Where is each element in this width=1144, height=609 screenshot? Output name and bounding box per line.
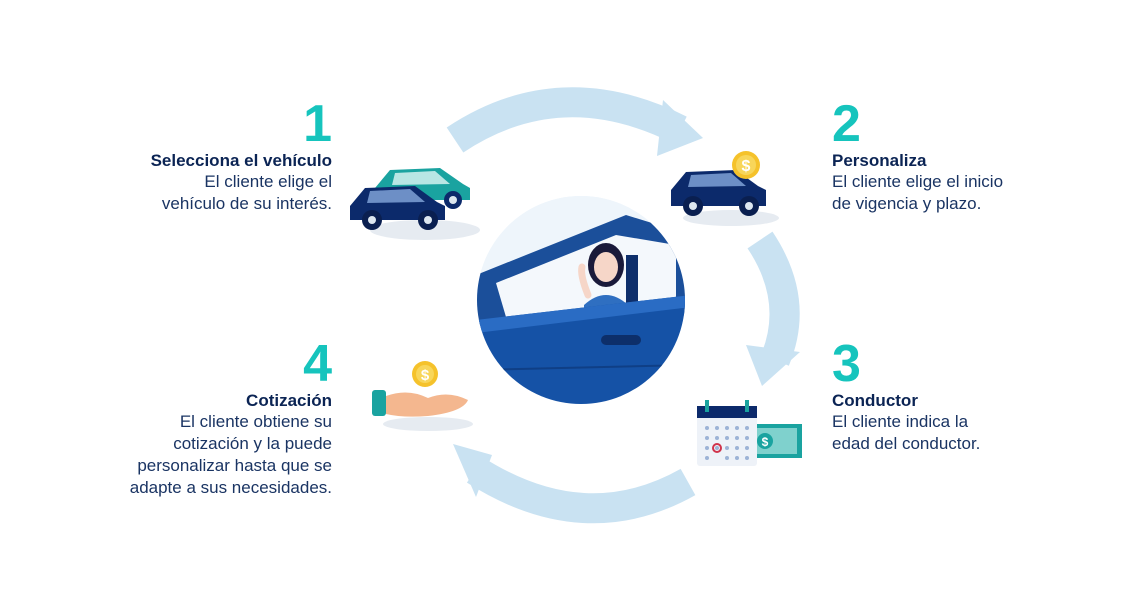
- arrow-3-to-4: [453, 444, 696, 524]
- step-description-line: edad del conductor.: [832, 434, 981, 453]
- navy-car: [350, 186, 445, 230]
- step-description-line: vehículo de su interés.: [161, 194, 332, 213]
- step-description-line: El cliente obtiene su: [179, 412, 332, 431]
- step-2: 2 Personaliza El cliente elige el inicio…: [832, 98, 1064, 215]
- step-description-line: El cliente elige el: [204, 172, 332, 191]
- step-title: Selecciona el vehículo: [150, 151, 332, 170]
- hand-icon: [372, 390, 468, 417]
- step-title: Personaliza: [832, 151, 927, 170]
- calendar-money-icon: $: [697, 400, 802, 466]
- coin-icon: $: [412, 361, 438, 387]
- step-description-line: El cliente elige el inicio: [832, 172, 1004, 191]
- step-description-line: adapte a sus necesidades.: [129, 478, 332, 497]
- step-number: 1: [303, 95, 332, 153]
- cars-icon: [350, 168, 480, 240]
- bill-icon: $: [750, 424, 802, 458]
- arrow-2-to-3: [746, 231, 800, 386]
- car-with-coin-icon: $: [671, 151, 779, 226]
- step-description-line: cotización y la puede: [173, 434, 332, 453]
- step-description-line: El cliente indica la: [832, 412, 969, 431]
- step-number: 4: [303, 335, 332, 393]
- bill-symbol: $: [762, 435, 769, 449]
- driver-waving-illustration: [477, 196, 685, 404]
- arrow-1-to-2: [446, 87, 703, 156]
- svg-text:$: $: [421, 367, 430, 384]
- step-1: 1 Selecciona el vehículo El cliente elig…: [100, 98, 332, 215]
- step-number: 2: [832, 95, 861, 153]
- coin-symbol: $: [742, 158, 751, 175]
- step-4: 4 Cotización El cliente obtiene su cotiz…: [100, 338, 332, 499]
- step-description-line: personalizar hasta que se: [137, 456, 332, 475]
- step-description-line: de vigencia y plazo.: [832, 194, 982, 213]
- step-title: Cotización: [246, 391, 332, 410]
- calendar-icon: [697, 400, 757, 466]
- step-title: Conductor: [832, 391, 918, 410]
- step-number: 3: [832, 335, 861, 393]
- hand-with-coin-icon: $: [372, 361, 473, 431]
- coin-icon: $: [732, 151, 760, 179]
- step-3: 3 Conductor El cliente indica la edad de…: [832, 338, 1064, 455]
